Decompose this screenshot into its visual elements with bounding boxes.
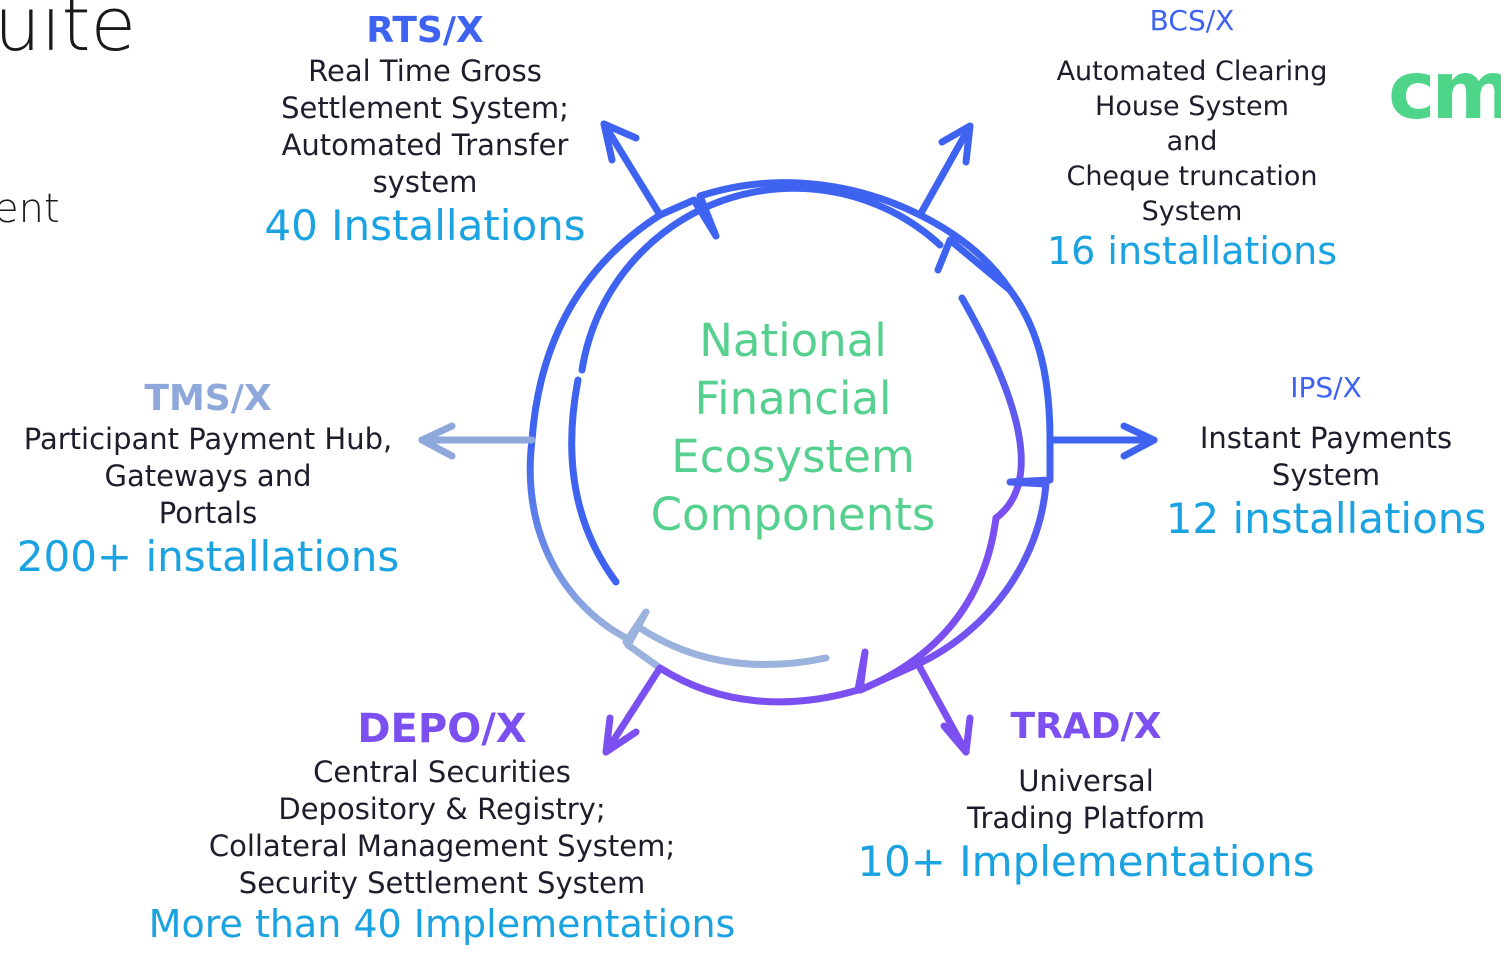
arrow-bcs [916,122,974,219]
arrow-trad [914,660,974,756]
outer-ring-right-lower [914,436,1054,668]
outer-ring-bottom-notch [656,648,922,706]
component-count: 40 Installations [264,201,586,250]
company-logo: cm [1388,44,1501,137]
arrow-rts [600,120,664,219]
page-title-fragment: uite [0,0,137,68]
outer-ring-left-lower [526,436,634,644]
outer-ring-right-notch [934,236,1054,444]
component-name: DEPO/X [357,706,527,752]
inner-arc-right [958,294,1025,522]
component-name: TMS/X [144,378,272,419]
component-name: IPS/X [1290,371,1362,404]
outer-ring-top-notch [656,179,924,240]
component-description: Central Securities Depository & Registry… [208,755,676,900]
inner-arc-left [568,376,620,586]
component-name: TRAD/X [1010,706,1162,747]
component-count: 10+ Implementations [857,837,1315,886]
component-count: 200+ installations [16,532,400,581]
component-name: RTS/X [366,10,484,51]
component-description: Universal Trading Platform [967,764,1205,835]
component-tms: TMS/X Participant Payment Hub, Gateways … [8,376,408,582]
component-description: Participant Payment Hub, Gateways and Po… [23,422,393,530]
arrow-tms [418,422,536,460]
component-count: 12 installations [1165,494,1487,543]
arrow-depo [602,664,664,756]
component-description: Real Time Gross Settlement System; Autom… [281,54,569,199]
component-ips: IPS/X Instant Payments System 12 install… [1164,368,1488,544]
inner-arc-bottom [636,624,830,668]
subtitle-fragment: ent [0,186,60,232]
component-count: 16 installations [1046,229,1338,273]
component-description: Automated Clearing House System and Cheq… [1056,56,1328,227]
center-label: National Financial Ecosystem Components [650,314,936,541]
component-trad: TRAD/X Universal Trading Platform 10+ Im… [856,704,1316,887]
outer-ring-left [528,211,664,444]
component-rts: RTS/X Real Time Gross Settlement System;… [254,8,596,251]
inner-arc-top [578,184,944,374]
component-count: More than 40 Implementations [148,902,736,946]
component-description: Instant Payments System [1199,421,1453,492]
arrow-ips [1046,422,1158,460]
component-bcs: BCS/X Automated Clearing House System an… [1040,2,1344,275]
component-depo: DEPO/X Central Securities Depository & R… [146,704,738,948]
outer-ring-bottom-left-notch [622,608,664,672]
component-name: BCS/X [1149,4,1235,37]
